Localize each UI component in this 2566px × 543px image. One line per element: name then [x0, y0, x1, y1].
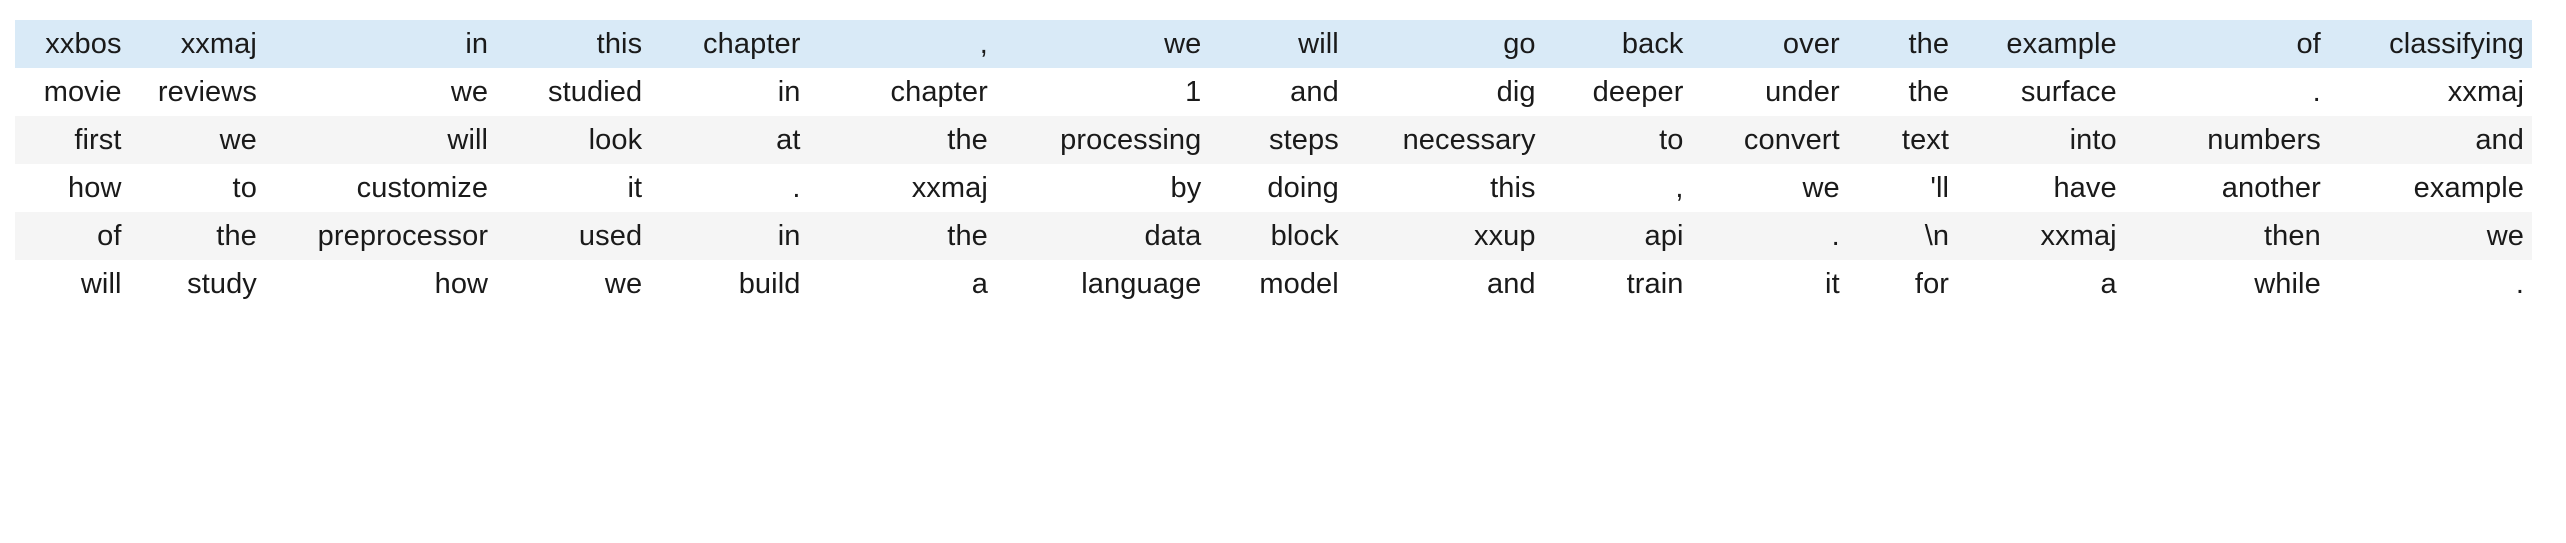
token-cell: preprocessor: [317, 220, 489, 252]
token-cell: the: [1908, 76, 1950, 108]
token-cell: in: [777, 220, 801, 252]
token-cell: ,: [979, 28, 988, 60]
token-cell: xxmaj: [2040, 220, 2117, 252]
token-cell: the: [216, 220, 257, 252]
token-cell: go: [1503, 28, 1536, 60]
token-cell: text: [1901, 124, 1950, 156]
token-table: xxbos xxmaj in this chapter, we will go back over…: [15, 20, 2532, 308]
token-cell: a: [971, 268, 988, 300]
token-cell: we: [604, 268, 643, 300]
token-cell: in: [465, 28, 489, 60]
token-cell: api: [1644, 220, 1684, 252]
table-row[interactable]: of the preprocessor used in the data block xxup a…: [15, 212, 2532, 260]
token-cell: under: [1765, 76, 1840, 108]
token-cell: by: [1170, 172, 1202, 204]
table-row[interactable]: xxbos xxmaj in this chapter, we will go back over…: [15, 20, 2532, 68]
token-cell: chapter: [703, 28, 801, 60]
token-cell: doing: [1267, 172, 1339, 204]
token-cell: necessary: [1402, 124, 1536, 156]
token-table-container: xxbos xxmaj in this chapter, we will go back over…: [15, 20, 2532, 308]
token-cell: this: [596, 28, 643, 60]
token-cell: customize: [356, 172, 489, 204]
token-cell: into: [2069, 124, 2117, 156]
token-cell: deeper: [1592, 76, 1684, 108]
token-cell: first: [74, 124, 122, 156]
token-cell: study: [187, 268, 257, 300]
token-cell: chapter: [890, 76, 988, 108]
token-cell: of: [2296, 28, 2321, 60]
token-cell: used: [578, 220, 643, 252]
table-row[interactable]: first we will look at the processing steps neces…: [15, 116, 2532, 164]
token-cell: this: [1490, 172, 1536, 204]
token-cell: of: [97, 220, 122, 252]
token-cell: back: [1621, 28, 1684, 60]
token-cell: we: [1164, 28, 1202, 60]
token-cell: processing: [1060, 124, 1202, 156]
token-cell: 'll: [1930, 172, 1950, 204]
token-cell: to: [232, 172, 257, 204]
token-cell: build: [738, 268, 801, 300]
token-cell: then: [2263, 220, 2321, 252]
token-cell: over: [1782, 28, 1840, 60]
token-cell: and: [1486, 268, 1536, 300]
token-cell: how: [434, 268, 489, 300]
token-cell: model: [1259, 268, 1339, 300]
token-cell: .: [1831, 220, 1840, 252]
token-cell: a: [2100, 268, 2117, 300]
token-table-body: xxbos xxmaj in this chapter, we will go back over…: [15, 20, 2532, 308]
token-cell: reviews: [157, 76, 257, 108]
token-cell: classifying: [2389, 28, 2524, 60]
token-cell: we: [450, 76, 489, 108]
token-cell: the: [1908, 28, 1950, 60]
token-cell: train: [1626, 268, 1684, 300]
token-cell: will: [1298, 28, 1339, 60]
token-cell: .: [2515, 268, 2524, 300]
token-cell: xxmaj: [911, 172, 988, 204]
token-cell: xxup: [1473, 220, 1536, 252]
token-cell: it: [1825, 268, 1840, 300]
token-cell: steps: [1269, 124, 1339, 156]
token-cell: we: [219, 124, 257, 156]
token-cell: xxmaj: [180, 28, 257, 60]
token-cell: .: [792, 172, 801, 204]
token-cell: in: [777, 76, 801, 108]
token-cell: dig: [1496, 76, 1536, 108]
token-cell: for: [1914, 268, 1950, 300]
token-cell: to: [1659, 124, 1684, 156]
token-cell: another: [2221, 172, 2321, 204]
token-cell: and: [2475, 124, 2524, 156]
token-cell: 1: [1185, 76, 1202, 108]
token-cell: language: [1081, 268, 1202, 300]
token-cell: and: [1290, 76, 1339, 108]
token-cell: example: [2006, 28, 2117, 60]
token-cell: have: [2053, 172, 2117, 204]
token-cell: surface: [2020, 76, 2117, 108]
table-row[interactable]: movie reviews we studied in chapter 1 and dig dee…: [15, 68, 2532, 116]
token-cell: look: [588, 124, 643, 156]
token-cell: data: [1144, 220, 1202, 252]
token-cell: will: [80, 268, 122, 300]
token-cell: .: [2312, 76, 2321, 108]
token-cell: the: [947, 220, 988, 252]
token-cell: ,: [1675, 172, 1684, 204]
token-cell: \n: [1924, 220, 1950, 252]
token-cell: it: [627, 172, 643, 204]
token-cell: will: [447, 124, 489, 156]
token-cell: we: [2486, 220, 2524, 252]
token-cell: example: [2413, 172, 2524, 204]
token-cell: xxbos: [45, 28, 122, 60]
token-cell: xxmaj: [2447, 76, 2524, 108]
token-cell: the: [947, 124, 988, 156]
table-row[interactable]: will study how we build a language model and trai…: [15, 260, 2532, 308]
token-cell: movie: [43, 76, 122, 108]
token-cell: studied: [547, 76, 643, 108]
token-cell: while: [2254, 268, 2321, 300]
token-cell: numbers: [2207, 124, 2321, 156]
table-row[interactable]: how to customize it. xxmaj by doing this, we 'll h…: [15, 164, 2532, 212]
token-cell: we: [1802, 172, 1840, 204]
token-cell: block: [1270, 220, 1339, 252]
token-cell: at: [776, 124, 801, 156]
token-cell: convert: [1743, 124, 1840, 156]
token-cell: how: [68, 172, 122, 204]
